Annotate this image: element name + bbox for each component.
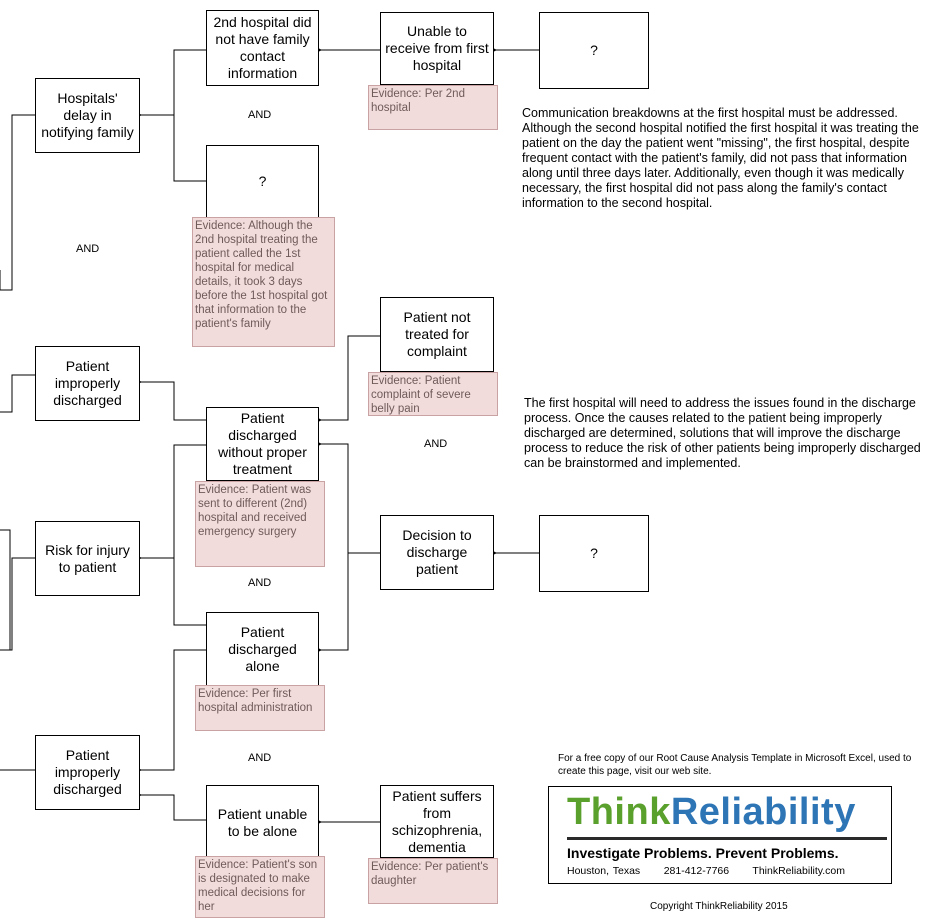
node-label: Patient unable to be alone [217, 805, 308, 839]
node-label: Patient discharged without proper treatm… [218, 410, 307, 477]
evidence-severe-belly-pain: Evidence: Patient complaint of severe be… [368, 372, 498, 416]
node-risk-for-injury: Risk for injury to patient [35, 521, 140, 596]
logo-contact: Houston, Texas 281-412-7766 ThinkReliabi… [567, 865, 845, 877]
logo-reliability: Reliability [670, 791, 856, 833]
node-label: Patient improperly discharged [53, 747, 122, 797]
node-unknown-2: ? [206, 145, 319, 218]
copyright: Copyright ThinkReliability 2015 [650, 901, 788, 912]
node-label: Patient improperly discharged [53, 358, 122, 408]
node-decision-to-discharge: Decision to discharge patient [380, 515, 494, 590]
evidence-son-designated: Evidence: Patient's son is designated to… [195, 856, 325, 918]
node-label: Unable to receive from first hospital [385, 23, 489, 73]
node-patient-unable-alone: Patient unable to be alone [206, 785, 319, 860]
logo-phone: 281-412-7766 [663, 865, 730, 877]
logo-think: Think [567, 791, 671, 833]
node-unable-to-receive: Unable to receive from first hospital [380, 12, 494, 85]
node-patient-not-treated: Patient not treated for complaint [380, 297, 494, 372]
logo-wordmark: ThinkReliability [567, 791, 856, 834]
logo-site[interactable]: ThinkReliability.com [752, 865, 846, 877]
node-label: ? [590, 545, 598, 561]
and-label: AND [248, 752, 272, 764]
node-label: Patient suffers from schizophrenia, deme… [391, 787, 483, 855]
node-patient-discharged-alone: Patient discharged alone [206, 612, 319, 687]
and-label: AND [248, 577, 272, 589]
node-label: ? [258, 173, 267, 189]
node-no-contact-info: 2nd hospital did not have family contact… [206, 10, 319, 86]
node-label: Risk for injury to patient [45, 541, 130, 575]
node-label: 2nd hospital did not have family contact… [213, 14, 312, 81]
evidence-per-daughter: Evidence: Per patient's daughter [368, 858, 498, 904]
node-unknown-1: ? [539, 12, 649, 89]
template-note: For a free copy of our Root Cause Analys… [558, 753, 912, 777]
node-unknown-3: ? [539, 515, 649, 592]
node-label: Patient discharged alone [228, 624, 297, 674]
and-label: AND [424, 438, 448, 450]
thinkreliability-logo[interactable]: ThinkReliability Investigate Problems. P… [548, 786, 892, 884]
logo-tagline: Investigate Problems. Prevent Problems. [567, 845, 839, 861]
node-patient-improperly-discharged-2: Patient improperly discharged [35, 735, 140, 810]
node-patient-improperly-discharged-1: Patient improperly discharged [35, 346, 140, 421]
evidence-took-3-days: Evidence: Although the 2nd hospital trea… [192, 217, 335, 347]
evidence-emergency-surgery: Evidence: Patient was sent to different … [195, 481, 325, 567]
logo-divider [567, 837, 887, 840]
and-label: AND [248, 109, 272, 121]
and-label: AND [76, 243, 100, 255]
note-communication: Communication breakdowns at the first ho… [522, 106, 919, 210]
note-discharge: The first hospital will need to address … [524, 396, 921, 470]
logo-city: Houston, Texas [567, 865, 641, 877]
node-discharged-without-treatment: Patient discharged without proper treatm… [206, 407, 319, 481]
evidence-per-2nd-hospital: Evidence: Per 2nd hospital [368, 85, 498, 130]
node-hospitals-delay: Hospitals' delay in notifying family [35, 78, 140, 153]
node-label: Decision to discharge patient [402, 527, 472, 577]
node-label: Patient not treated for complaint [403, 309, 471, 359]
evidence-per-first-admin: Evidence: Per first hospital administrat… [195, 685, 325, 731]
node-patient-suffers: Patient suffers from schizophrenia, deme… [380, 785, 494, 858]
node-label: ? [590, 42, 598, 58]
node-label: Hospitals' delay in notifying family [41, 90, 134, 140]
